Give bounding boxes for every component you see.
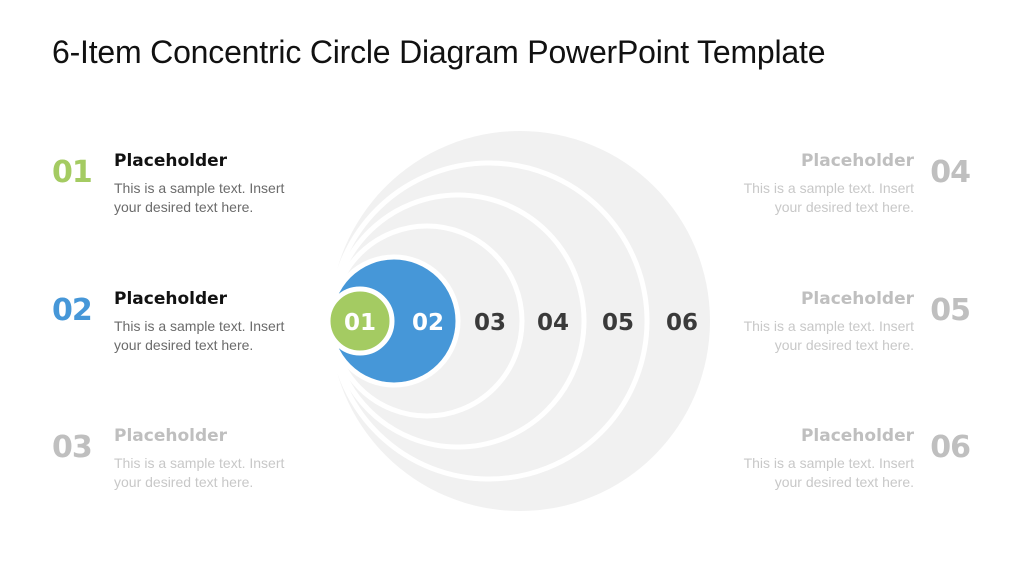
- item-heading: Placeholder: [114, 151, 228, 171]
- circle-label-05: 05: [602, 310, 634, 336]
- circle-label-02: 02: [412, 310, 444, 336]
- item-description: This is a sample text. Insert your desir…: [114, 455, 285, 490]
- item-number: 02: [52, 293, 93, 328]
- circle-label-01: 01: [344, 310, 376, 336]
- circle-label-04: 04: [537, 310, 569, 336]
- item-heading: Placeholder: [800, 289, 914, 309]
- circle-01: [325, 286, 395, 356]
- item-heading: Placeholder: [800, 426, 914, 446]
- circle-label-06: 06: [666, 310, 698, 336]
- item-number: 03: [52, 430, 93, 465]
- item-number: 01: [52, 155, 93, 190]
- circle-label-03: 03: [474, 310, 506, 336]
- item-description: This is a sample text. Insert your desir…: [114, 180, 285, 215]
- item-heading: Placeholder: [114, 289, 228, 309]
- item-number: 06: [930, 430, 971, 465]
- item-description: This is a sample text. Insert your desir…: [743, 455, 914, 490]
- item-description: This is a sample text. Insert your desir…: [114, 318, 285, 353]
- item-heading: Placeholder: [800, 151, 914, 171]
- item-number: 05: [930, 293, 971, 328]
- item-number: 04: [930, 155, 971, 190]
- item-description: This is a sample text. Insert your desir…: [743, 318, 914, 353]
- item-heading: Placeholder: [114, 426, 228, 446]
- item-description: This is a sample text. Insert your desir…: [743, 180, 914, 215]
- slide-title: 6-Item Concentric Circle Diagram PowerPo…: [52, 34, 826, 70]
